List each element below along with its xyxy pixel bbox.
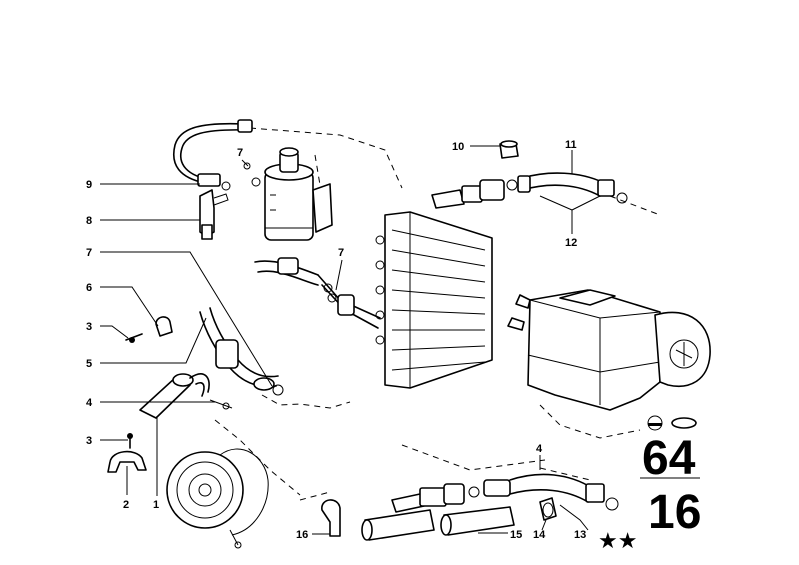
group-sub-number: 16 (648, 486, 701, 539)
group-code: 64 16 ★★ (598, 415, 701, 554)
callout-16: 16 (296, 529, 308, 541)
callout-7-top: 7 (237, 147, 243, 159)
evaporator-core (375, 211, 493, 389)
callout-10: 10 (452, 141, 464, 153)
callout-6: 6 (86, 282, 92, 294)
hose-part-1 (139, 373, 233, 419)
screw-part-3-lower (127, 433, 133, 449)
callout-12: 12 (565, 237, 577, 249)
callout-11: 11 (565, 139, 577, 151)
screw-part-3-upper (125, 333, 143, 343)
callout-3-lower: 3 (86, 435, 92, 447)
assembly-dashed-lines (214, 127, 661, 501)
switch-part-8 (199, 189, 229, 240)
callout-8: 8 (86, 215, 92, 227)
sleeve-part-15-left (361, 509, 435, 541)
sleeve-part-15-right (440, 506, 515, 536)
callout-5: 5 (86, 358, 92, 370)
leader-lines (100, 145, 700, 535)
callout-13: 13 (574, 529, 586, 541)
callout-4-right: 4 (536, 443, 543, 455)
callout-7-center: 7 (338, 247, 344, 259)
blower-housing (507, 289, 711, 439)
fitting-part-13 (391, 473, 619, 513)
compressor (166, 448, 269, 549)
cap-part-10 (499, 140, 519, 159)
group-logo-icon (647, 415, 697, 431)
callout-labels: 9 8 7 6 3 5 4 3 2 1 7 7 10 11 12 4 16 15… (86, 139, 586, 541)
callout-9: 9 (86, 179, 92, 191)
callout-7-left: 7 (86, 247, 92, 259)
hose-part-5 (199, 307, 284, 396)
cap-part-14 (539, 497, 557, 521)
clamp-part-16 (321, 499, 341, 537)
group-main-number: 64 (642, 432, 696, 485)
callout-14: 14 (533, 529, 546, 541)
callout-15: 15 (510, 529, 522, 541)
clamp-part-6 (155, 316, 173, 337)
receiver-drier (243, 147, 333, 241)
expansion-valve-lines (254, 257, 381, 329)
callout-4-left: 4 (86, 397, 93, 409)
hose-part-9 (173, 119, 253, 191)
star-marks: ★★ (598, 529, 637, 554)
callout-2: 2 (123, 499, 129, 511)
callout-1: 1 (153, 499, 159, 511)
callout-3-upper: 3 (86, 321, 92, 333)
bracket-part-2 (107, 450, 147, 473)
hose-part-11 (431, 172, 628, 209)
